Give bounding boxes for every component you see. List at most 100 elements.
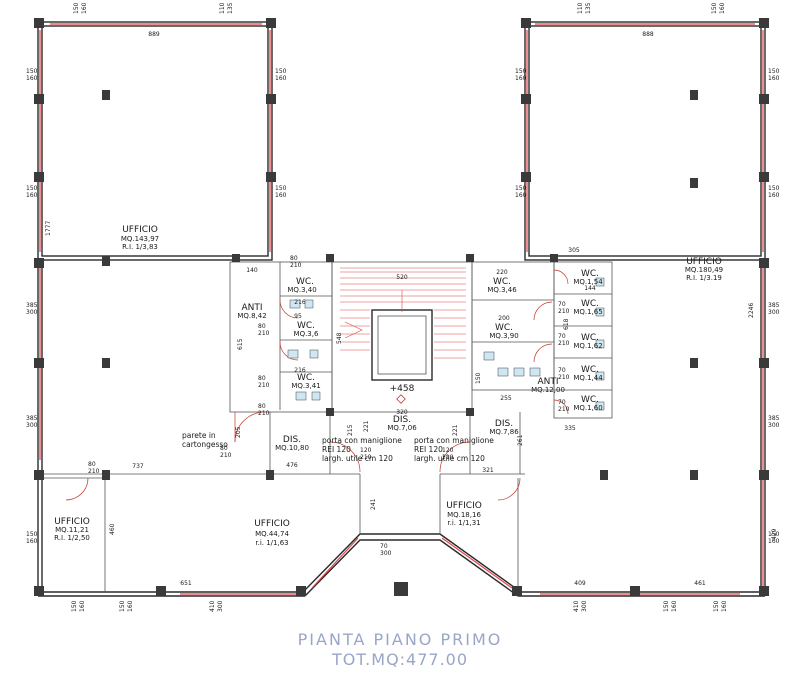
svg-text:cartongesso: cartongesso bbox=[182, 440, 228, 449]
svg-text:160: 160 bbox=[719, 2, 726, 14]
svg-text:80: 80 bbox=[258, 323, 266, 330]
svg-text:210: 210 bbox=[258, 330, 270, 337]
level-mark: +458 bbox=[390, 384, 415, 404]
svg-text:150: 150 bbox=[515, 68, 527, 75]
svg-text:210: 210 bbox=[258, 410, 270, 417]
svg-text:DIS.: DIS. bbox=[495, 419, 513, 429]
note-door-right: porta con maniglione REI 120 largh. util… bbox=[414, 436, 494, 463]
dimensions: 889 888 1777 2246 520 548 320 651 409 46… bbox=[45, 31, 778, 587]
svg-text:MQ.10,80: MQ.10,80 bbox=[275, 444, 309, 452]
windows bbox=[39, 23, 764, 595]
svg-text:MQ.3,40: MQ.3,40 bbox=[287, 286, 316, 294]
svg-text:210: 210 bbox=[442, 454, 454, 461]
svg-text:300: 300 bbox=[768, 309, 780, 316]
room-dis-right: DIS. MQ.7,86 bbox=[489, 419, 519, 436]
svg-text:520: 520 bbox=[396, 274, 408, 281]
svg-text:largh. utile cm 120: largh. utile cm 120 bbox=[322, 454, 393, 463]
svg-text:335: 335 bbox=[564, 425, 576, 432]
svg-text:UFFICIO: UFFICIO bbox=[254, 519, 290, 529]
sanitary-fixtures bbox=[287, 277, 605, 411]
svg-text:1777: 1777 bbox=[45, 221, 52, 236]
svg-text:porta con maniglione: porta con maniglione bbox=[322, 436, 402, 445]
svg-text:160: 160 bbox=[671, 600, 678, 612]
svg-text:110: 110 bbox=[219, 2, 226, 14]
svg-text:216: 216 bbox=[294, 367, 306, 374]
svg-text:205: 205 bbox=[235, 426, 242, 438]
svg-text:r.i. 1/1,63: r.i. 1/1,63 bbox=[255, 539, 288, 547]
room-ufficio-nw: UFFICIO MQ.143,97 R.I. 1/3,83 bbox=[121, 225, 159, 251]
svg-text:409: 409 bbox=[574, 580, 586, 587]
svg-text:MQ.11,21: MQ.11,21 bbox=[55, 526, 89, 534]
svg-text:210: 210 bbox=[360, 454, 372, 461]
svg-text:160: 160 bbox=[515, 75, 527, 82]
svg-text:160: 160 bbox=[768, 538, 780, 545]
svg-text:MQ.3,46: MQ.3,46 bbox=[487, 286, 517, 294]
svg-text:MQ.180,49: MQ.180,49 bbox=[685, 266, 723, 274]
svg-text:MQ.12,00: MQ.12,00 bbox=[531, 386, 565, 394]
note-door-left: porta con maniglione REI 120 largh. util… bbox=[322, 436, 402, 463]
svg-text:R.I. 1/3.19: R.I. 1/3.19 bbox=[686, 274, 722, 282]
svg-text:221: 221 bbox=[363, 420, 370, 432]
svg-text:110: 110 bbox=[577, 2, 584, 14]
room-wc-left-3: WC. MQ.3,41 bbox=[291, 373, 320, 390]
svg-text:WC.: WC. bbox=[581, 365, 599, 375]
svg-text:160: 160 bbox=[81, 2, 88, 14]
svg-text:150: 150 bbox=[26, 185, 38, 192]
svg-text:MQ.143,97: MQ.143,97 bbox=[121, 235, 159, 243]
columns bbox=[34, 18, 769, 596]
svg-text:MQ.3,6: MQ.3,6 bbox=[294, 330, 319, 338]
svg-text:150: 150 bbox=[275, 185, 287, 192]
svg-text:150: 150 bbox=[713, 600, 720, 612]
svg-text:135: 135 bbox=[227, 2, 234, 14]
svg-text:160: 160 bbox=[275, 75, 287, 82]
svg-text:150: 150 bbox=[711, 2, 718, 14]
svg-text:160: 160 bbox=[26, 538, 38, 545]
svg-text:DIS.: DIS. bbox=[283, 435, 301, 445]
svg-text:144: 144 bbox=[584, 285, 596, 292]
svg-text:MQ.7,06: MQ.7,06 bbox=[387, 424, 417, 432]
svg-text:160: 160 bbox=[275, 192, 287, 199]
svg-text:135: 135 bbox=[585, 2, 592, 14]
svg-text:DIS.: DIS. bbox=[393, 415, 411, 425]
svg-text:385: 385 bbox=[26, 415, 38, 422]
svg-text:255: 255 bbox=[500, 395, 512, 402]
svg-text:70: 70 bbox=[380, 543, 388, 550]
room-wc-r4: WC. MQ.1,44 bbox=[573, 365, 603, 382]
room-ufficio-s: UFFICIO MQ.44,74 r.i. 1/1,63 bbox=[254, 519, 290, 547]
svg-text:460: 460 bbox=[109, 523, 116, 535]
svg-text:UFFICIO: UFFICIO bbox=[686, 257, 722, 267]
svg-text:300: 300 bbox=[217, 600, 224, 612]
svg-text:150: 150 bbox=[768, 531, 780, 538]
svg-text:r.i. 1/1,31: r.i. 1/1,31 bbox=[447, 519, 480, 527]
svg-text:150: 150 bbox=[26, 68, 38, 75]
svg-text:210: 210 bbox=[558, 374, 570, 381]
svg-text:150: 150 bbox=[663, 600, 670, 612]
svg-text:REI 120: REI 120 bbox=[414, 445, 443, 454]
svg-text:241: 241 bbox=[370, 498, 377, 510]
svg-text:300: 300 bbox=[26, 422, 38, 429]
svg-text:320: 320 bbox=[396, 409, 408, 416]
svg-text:parete in: parete in bbox=[182, 431, 216, 440]
svg-text:215: 215 bbox=[347, 424, 354, 436]
svg-text:80: 80 bbox=[290, 255, 298, 262]
svg-text:70: 70 bbox=[558, 399, 566, 406]
svg-text:80: 80 bbox=[258, 375, 266, 382]
svg-text:80: 80 bbox=[88, 461, 96, 468]
svg-text:200: 200 bbox=[498, 315, 510, 322]
svg-text:461: 461 bbox=[694, 580, 706, 587]
svg-text:150: 150 bbox=[768, 68, 780, 75]
svg-text:porta con maniglione: porta con maniglione bbox=[414, 436, 494, 445]
svg-text:MQ.1,60: MQ.1,60 bbox=[573, 404, 602, 412]
svg-text:221: 221 bbox=[452, 424, 459, 436]
core-walls bbox=[42, 261, 613, 592]
svg-text:548: 548 bbox=[336, 332, 343, 344]
svg-text:MQ.7,86: MQ.7,86 bbox=[489, 428, 519, 436]
svg-text:R.I. 1/3,83: R.I. 1/3,83 bbox=[122, 243, 158, 251]
svg-text:300: 300 bbox=[768, 422, 780, 429]
room-anti-right: ANTI MQ.12,00 bbox=[531, 377, 565, 394]
svg-text:220: 220 bbox=[496, 269, 508, 276]
svg-text:WC.: WC. bbox=[581, 299, 599, 309]
total-area: TOT.MQ:477.00 bbox=[331, 650, 469, 669]
note-partition: parete in cartongesso bbox=[182, 431, 228, 449]
svg-text:160: 160 bbox=[26, 75, 38, 82]
